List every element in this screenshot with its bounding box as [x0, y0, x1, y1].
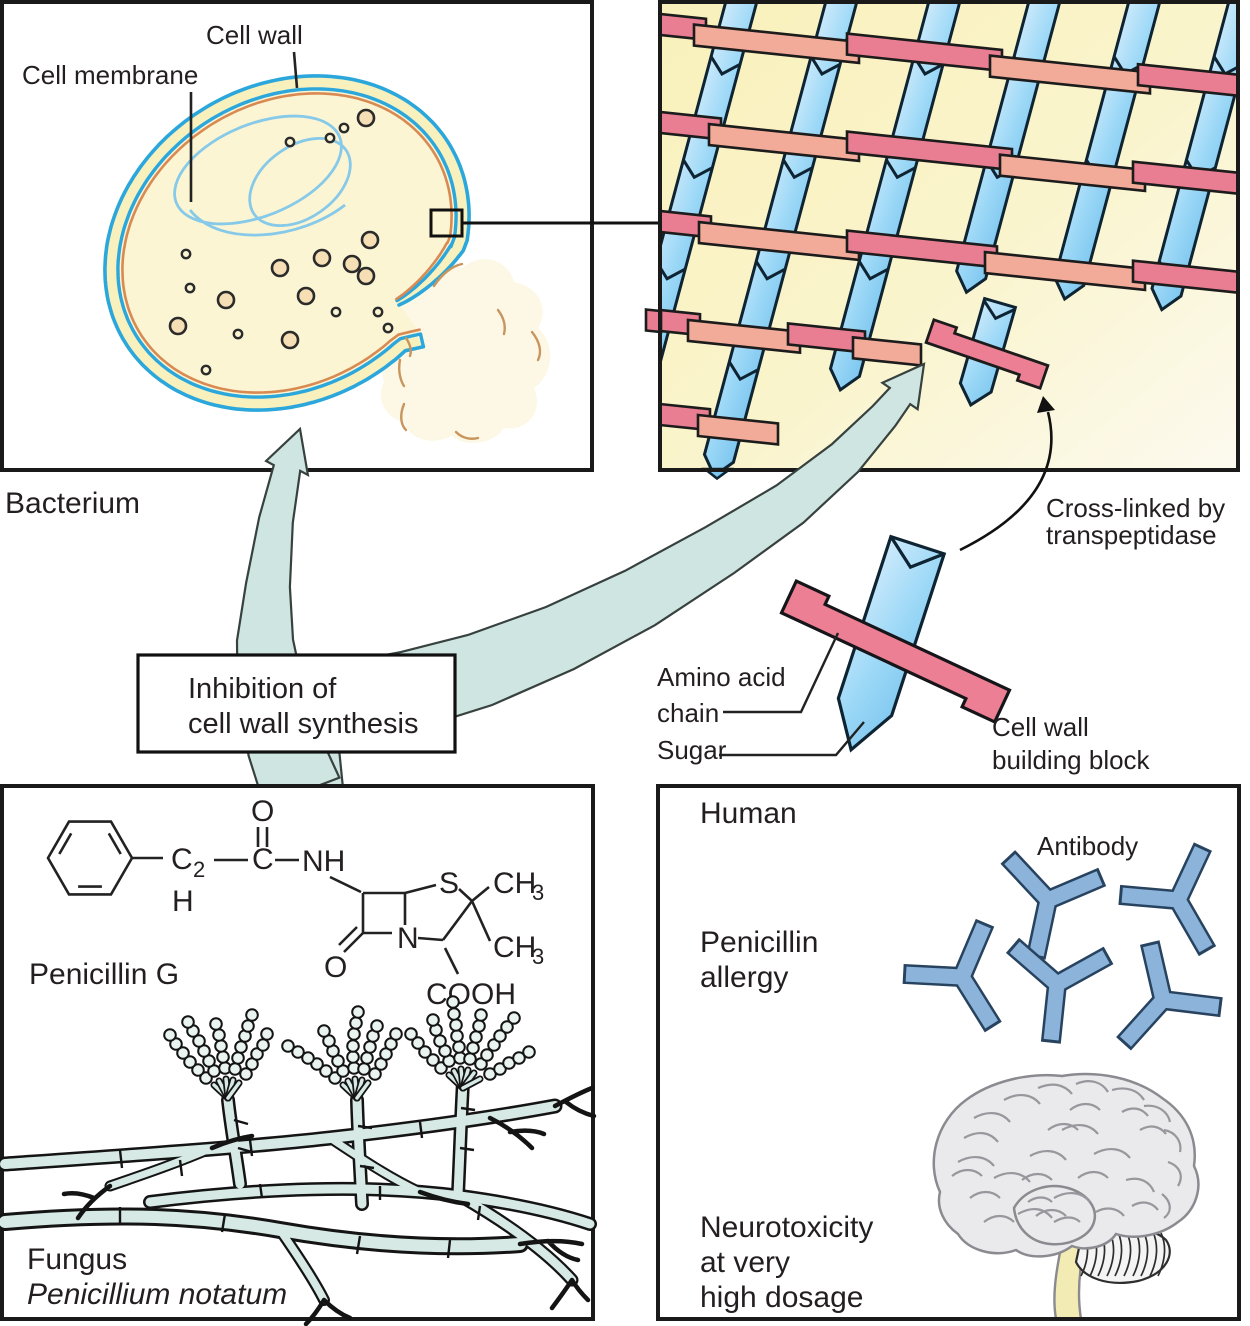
svg-text:3: 3 [532, 880, 544, 905]
svg-text:CH: CH [493, 931, 536, 964]
svg-text:O: O [324, 951, 347, 984]
svg-text:S: S [439, 867, 459, 900]
svg-text:2: 2 [193, 857, 205, 882]
svg-text:Neurotoxicity: Neurotoxicity [700, 1211, 873, 1244]
svg-text:Cell wall: Cell wall [206, 20, 303, 50]
svg-text:at very: at very [700, 1246, 790, 1279]
svg-text:Inhibition of: Inhibition of [188, 673, 337, 705]
svg-text:C: C [171, 843, 193, 876]
svg-text:NH: NH [302, 845, 345, 878]
svg-text:Sugar: Sugar [657, 735, 727, 765]
svg-text:Amino acid: Amino acid [657, 662, 786, 692]
svg-text:O: O [251, 795, 274, 828]
svg-text:H: H [172, 885, 194, 918]
svg-text:Cell wall: Cell wall [992, 712, 1089, 742]
svg-text:N: N [397, 922, 419, 955]
svg-text:Cross-linked by: Cross-linked by [1046, 493, 1225, 523]
svg-text:transpeptidase: transpeptidase [1046, 520, 1217, 550]
svg-text:Cell membrane: Cell membrane [22, 60, 198, 90]
svg-text:C: C [252, 843, 274, 876]
svg-text:3: 3 [532, 944, 544, 969]
svg-text:Fungus: Fungus [27, 1243, 127, 1276]
svg-text:Human: Human [700, 797, 797, 830]
svg-text:Bacterium: Bacterium [5, 487, 140, 520]
svg-text:Penicillin G: Penicillin G [29, 958, 179, 991]
svg-text:Antibody: Antibody [1037, 831, 1138, 861]
svg-text:high dosage: high dosage [700, 1281, 863, 1314]
svg-text:COOH: COOH [426, 978, 516, 1011]
svg-text:Penicillium notatum: Penicillium notatum [27, 1278, 287, 1311]
svg-text:allergy: allergy [700, 961, 788, 994]
svg-text:cell wall synthesis: cell wall synthesis [188, 708, 418, 740]
svg-text:building block: building block [992, 745, 1151, 775]
svg-text:CH: CH [493, 867, 536, 900]
svg-text:Penicillin: Penicillin [700, 926, 818, 959]
svg-text:chain: chain [657, 698, 719, 728]
